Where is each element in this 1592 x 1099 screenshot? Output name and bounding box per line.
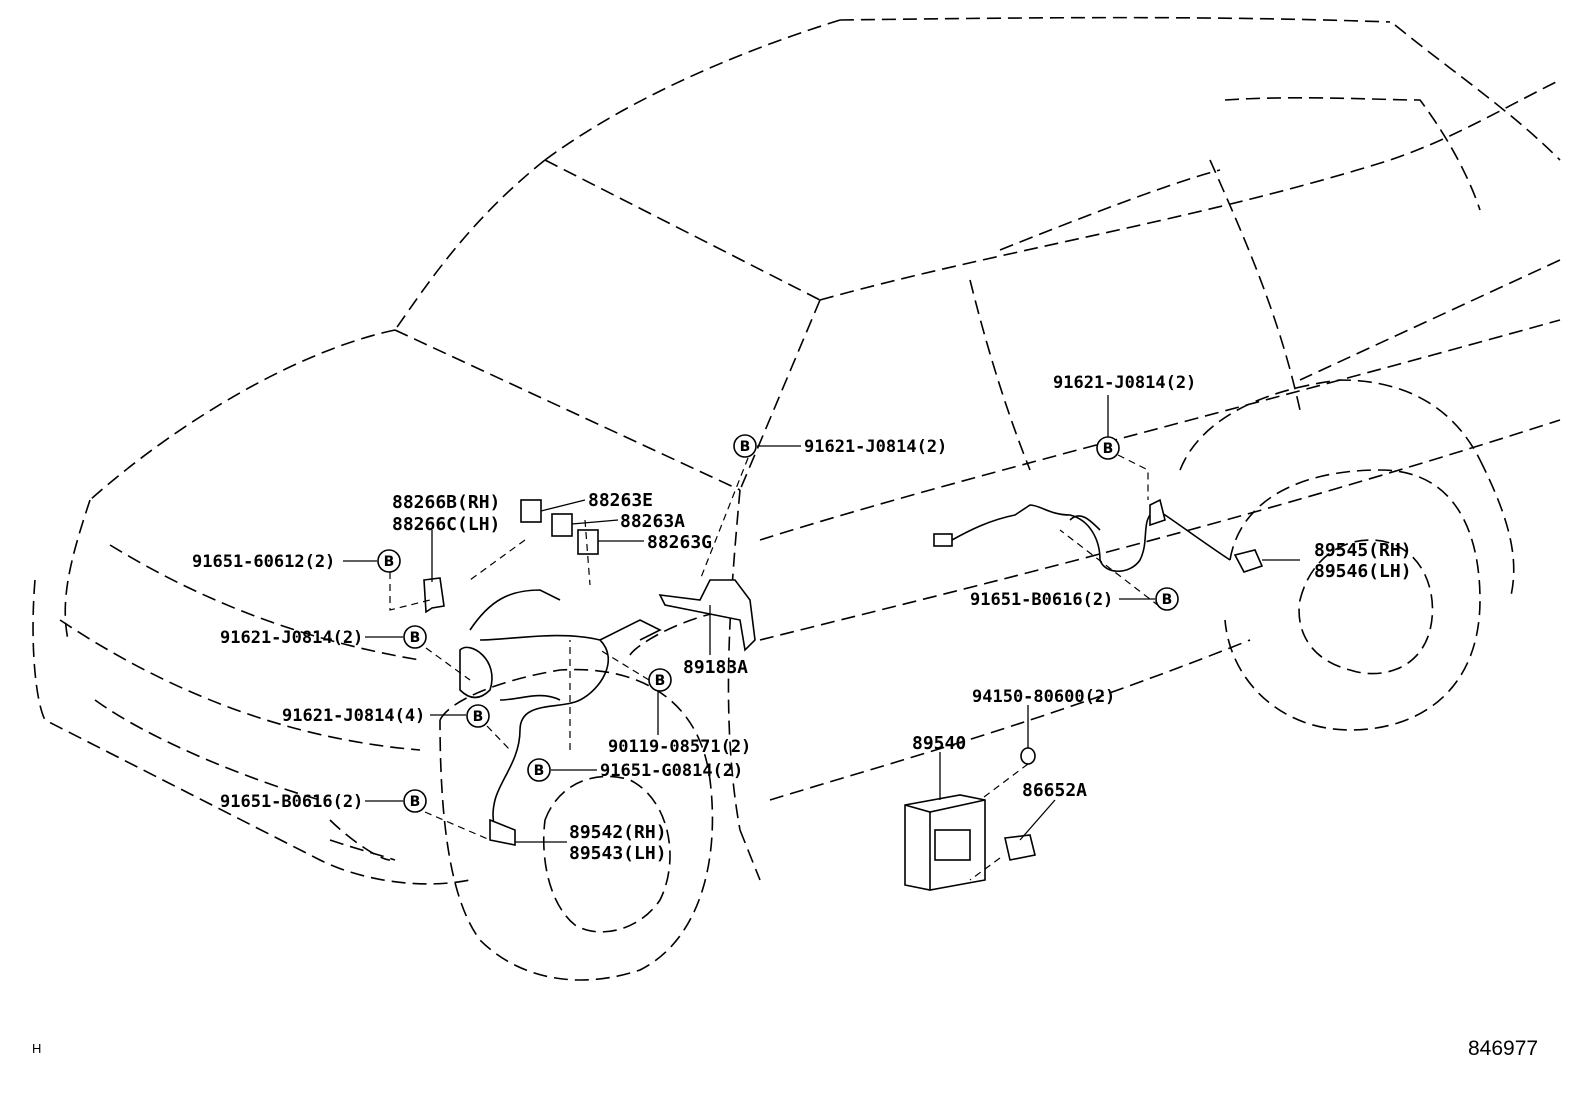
label-91621-j0814-top: 91621-J0814(2) [804,437,947,457]
label-88263a: 88263A [620,511,685,532]
svg-text:B: B [384,554,395,570]
label-88263g: 88263G [647,532,712,553]
callout-b-60612: B [377,549,401,573]
callout-b-b0616-front: B [403,789,427,813]
label-91621-j0814-rear: 91621-J0814(2) [1053,373,1196,393]
label-89545: 89545(RH) [1314,540,1412,561]
relay-88263g [577,529,599,555]
svg-text:B: B [410,630,421,646]
callout-b-j0814-top: B [733,434,757,458]
ecu-89540 [904,794,986,891]
relay-88263a [551,513,573,537]
svg-text:B: B [534,763,545,779]
label-86652a: 86652A [1022,780,1087,801]
label-89183a: 89183A [683,657,748,678]
callout-b-j0814-rear: B [1096,436,1120,460]
svg-text:B: B [740,439,751,455]
callout-b-j0814-4: B [466,704,490,728]
label-91651-b0616-front: 91651-B0616(2) [220,792,363,812]
callout-b-b0616-rear: B [1155,587,1179,611]
svg-text:B: B [655,673,666,689]
label-91651-60612: 91651-60612(2) [192,552,335,572]
label-91651-b0616-rear: 91651-B0616(2) [970,590,1113,610]
callout-b-08571: B [648,668,672,692]
svg-text:B: B [1162,592,1173,608]
relay-88263e [520,499,542,523]
label-91621-j0814-4: 91621-J0814(4) [282,706,425,726]
callout-b-g0814: B [527,758,551,782]
label-89543: 89543(LH) [569,843,667,864]
bracket-88266 [423,577,445,614]
bracket-89183a [658,579,756,652]
part-labels: 88266B(RH) 88266C(LH) 88263E 88263A 8826… [192,373,1412,864]
label-90119-08571: 90119-08571(2) [608,737,751,757]
leader-dashed [389,454,1160,881]
label-94150-80600: 94150-80600(2) [972,687,1115,707]
nut-94150 [1020,747,1036,765]
vehicle-outline [32,16,1561,981]
label-91621-j0814-front: 91621-J0814(2) [220,628,363,648]
svg-text:B: B [1103,441,1114,457]
label-88263e: 88263E [588,490,653,511]
label-88266b: 88266B(RH) [392,492,500,513]
label-88266c: 88266C(LH) [392,514,500,535]
front-harness [459,589,662,846]
callout-b-j0814-front: B [403,625,427,649]
label-89542: 89542(RH) [569,822,667,843]
clip-86652a [1004,834,1036,861]
svg-text:B: B [473,709,484,725]
label-89546: 89546(LH) [1314,561,1412,582]
illustration-number: 846977 [1468,1037,1538,1060]
svg-text:B: B [410,794,421,810]
rear-sensor-harness [933,498,1264,573]
leader-lines [343,395,1300,843]
label-89540: 89540 [912,733,966,754]
label-91651-g0814: 91651-G0814(2) [600,761,743,781]
footer-left-mark: H [32,1041,41,1056]
